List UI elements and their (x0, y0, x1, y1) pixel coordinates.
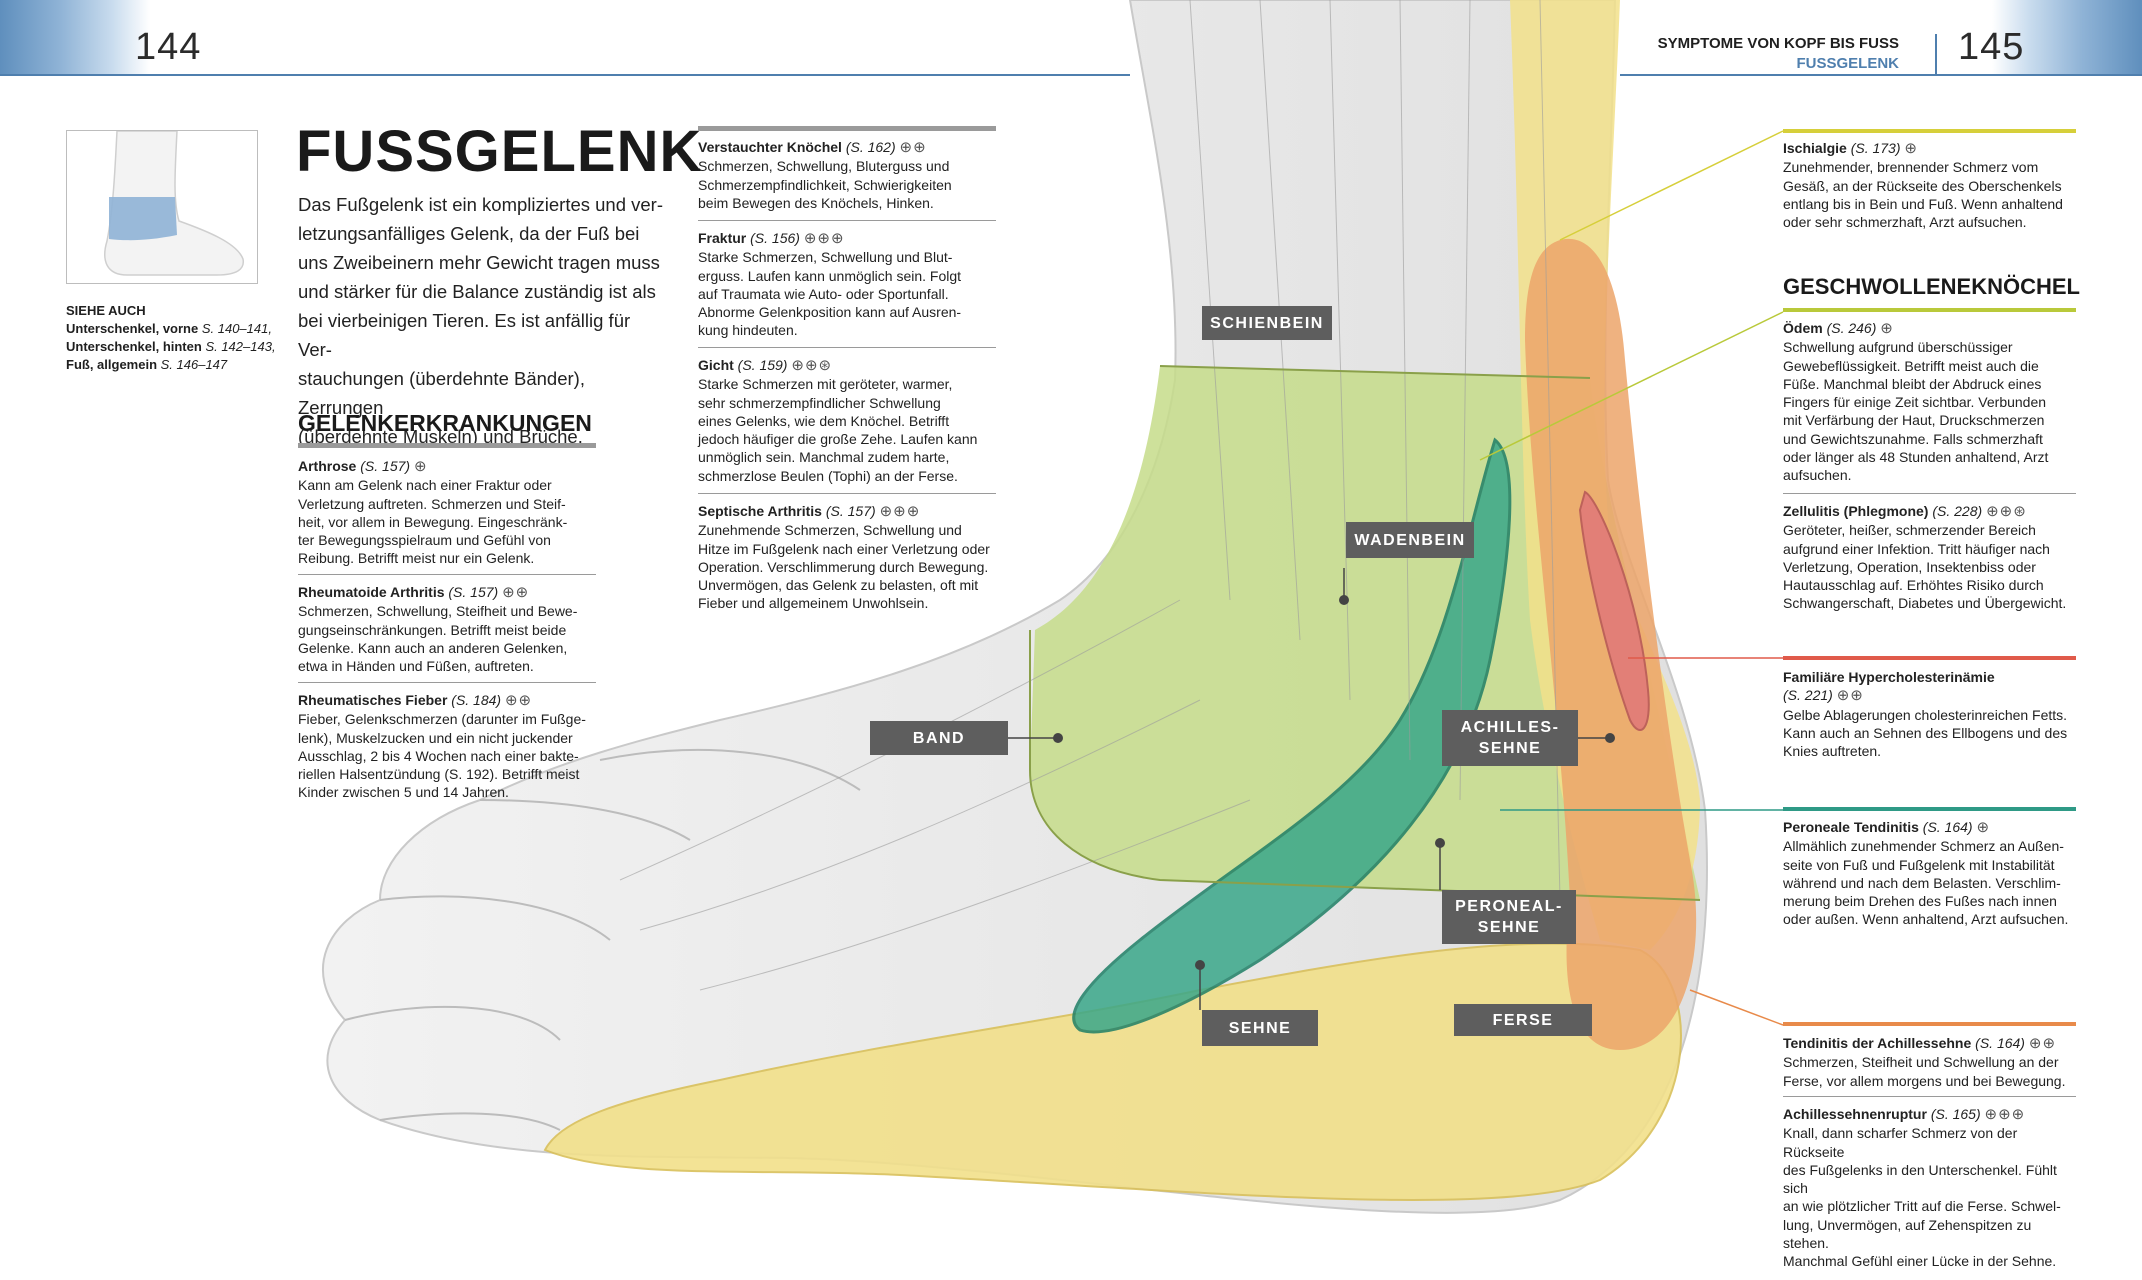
separator (698, 347, 996, 348)
header-rule-right (1620, 74, 2142, 76)
severity-icons: ⊕ (413, 458, 428, 475)
page-number-right: 145 (1958, 26, 2025, 68)
severity-icons: ⊕⊕ (504, 692, 533, 709)
header-rule-left (0, 74, 1130, 76)
ankle-zone-outline (1029, 365, 1701, 901)
toe-outlines (344, 749, 861, 1131)
label-peronealsehne: PERONEAL-SEHNE (1442, 890, 1576, 944)
entry-rheumatoide-arthritis: Rheumatoide Arthritis (S. 157) ⊕⊕ Schmer… (298, 584, 578, 675)
entry-peroneale-tendinitis: Peroneale Tendinitis (S. 164) ⊕ Allmähli… (1783, 819, 2069, 928)
bar-hypercholesterinaemie (1783, 656, 2076, 660)
running-title: SYMPTOME VON KOPF BIS FUSS (1657, 35, 1899, 52)
entry-septische-arthritis: Septische Arthritis (S. 157) ⊕⊕⊕ Zunehme… (698, 503, 990, 612)
entry-zellulitis: Zellulitis (Phlegmone) (S. 228) ⊕⊕⊛ Gerö… (1783, 503, 2067, 612)
peroneal-tendon-zone (1072, 437, 1512, 1034)
leg-silhouette (321, 0, 1708, 1214)
page-tab-left (0, 0, 150, 76)
entry-tendinitis-achillessehne: Tendinitis der Achillessehne (S. 164) ⊕⊕… (1783, 1035, 2066, 1089)
section-bar-gelenk (298, 443, 596, 448)
label-band: BAND (870, 721, 1008, 755)
severity-icons: ⊕⊕ (899, 139, 927, 156)
see-also-box: SIEHE AUCH Unterschenkel, vorne S. 140–1… (66, 302, 276, 374)
severity-icons: ⊕⊕ (1836, 687, 1864, 705)
see-also-title: SIEHE AUCH (66, 303, 146, 318)
severity-icons: ⊕⊕⊛ (791, 357, 833, 374)
severity-icons: ⊕⊕⊛ (1986, 503, 2027, 520)
severity-icons: ⊕⊕⊕ (1984, 1106, 2026, 1123)
label-ferse: FERSE (1454, 1004, 1592, 1036)
fibre-lines (619, 0, 1561, 991)
thumbnail-foot (66, 130, 258, 284)
see-also-link[interactable]: Unterschenkel, hinten S. 142–143, (66, 339, 276, 354)
severity-icons: ⊕ (1904, 140, 1918, 157)
label-schienbein: SCHIENBEIN (1202, 306, 1332, 340)
running-head: SYMPTOME VON KOPF BIS FUSS FUSSGELENK (1658, 34, 1899, 74)
section-bar-middle (698, 126, 996, 131)
see-also-link[interactable]: Unterschenkel, vorne S. 140–141, (66, 321, 272, 336)
intro-text: Das Fußgelenk ist ein kompliziertes und … (298, 194, 664, 447)
severity-icons: ⊕⊕⊕ (803, 230, 845, 247)
leader-lines (1008, 130, 1784, 1026)
page-tab-right (1992, 0, 2142, 76)
hypercholesterinaemia-zone (1578, 490, 1650, 731)
bar-achillessehne (1783, 1022, 2076, 1026)
section-heading-gelenk: GELENKERKRANKUNGEN (298, 410, 592, 436)
separator (1783, 493, 2076, 494)
page-number-left: 144 (135, 26, 202, 68)
entry-rheumatisches-fieber: Rheumatisches Fieber (S. 184) ⊕⊕ Fieber,… (298, 692, 586, 801)
entry-fraktur: Fraktur (S. 156) ⊕⊕⊕ Starke Schmerzen, S… (698, 230, 962, 339)
running-subtitle: FUSSGELENK (1796, 55, 1899, 72)
header-divider (1935, 34, 1937, 74)
separator (698, 220, 996, 221)
separator (298, 682, 596, 683)
entry-ischialgie: Ischialgie (S. 173) ⊕ Zunehmender, brenn… (1783, 140, 2063, 231)
severity-icons: ⊕ (1880, 320, 1894, 337)
severity-icons: ⊕⊕ (2028, 1035, 2057, 1052)
label-achillessehne: ACHILLES-SEHNE (1442, 710, 1578, 766)
entry-achillessehnenruptur: Achillessehnenruptur (S. 165) ⊕⊕⊕ Knall,… (1783, 1106, 2061, 1270)
bar-peroneale-tendinitis (1783, 807, 2076, 811)
severity-icons: ⊕⊕ (502, 584, 530, 601)
leader-dots (1053, 595, 1615, 970)
thumbnail-foot-drawing (104, 131, 245, 276)
separator (1783, 1096, 2076, 1097)
entry-oedem: Ödem (S. 246) ⊕ Schwellung aufgrund über… (1783, 320, 2049, 484)
label-sehne: SEHNE (1202, 1010, 1318, 1046)
entry-verstauchter-knoechel: Verstauchter Knöchel (S. 162) ⊕⊕ Schmerz… (698, 139, 952, 211)
separator (298, 574, 596, 575)
severity-icons: ⊕ (1976, 819, 1991, 836)
bar-geschwollen (1783, 308, 2076, 312)
entry-gicht: Gicht (S. 159) ⊕⊕⊛ Starke Schmerzen mit … (698, 357, 978, 484)
separator (698, 493, 996, 494)
entry-arthrose: Arthrose (S. 157) ⊕ Kann am Gelenk nach … (298, 458, 568, 567)
label-wadenbein: WADENBEIN (1346, 522, 1474, 558)
severity-icons: ⊕⊕⊕ (879, 503, 921, 520)
entry-hypercholesterinaemie: Familiäre Hypercholesterinämie (S. 221) … (1783, 669, 2068, 760)
section-heading-geschwollen: GESCHWOLLENEKNÖCHEL (1783, 274, 2080, 299)
bar-ischialgie (1783, 129, 2076, 133)
page-title: FUSSGELENK (296, 119, 703, 184)
see-also-link[interactable]: Fuß, allgemein S. 146–147 (66, 357, 228, 372)
